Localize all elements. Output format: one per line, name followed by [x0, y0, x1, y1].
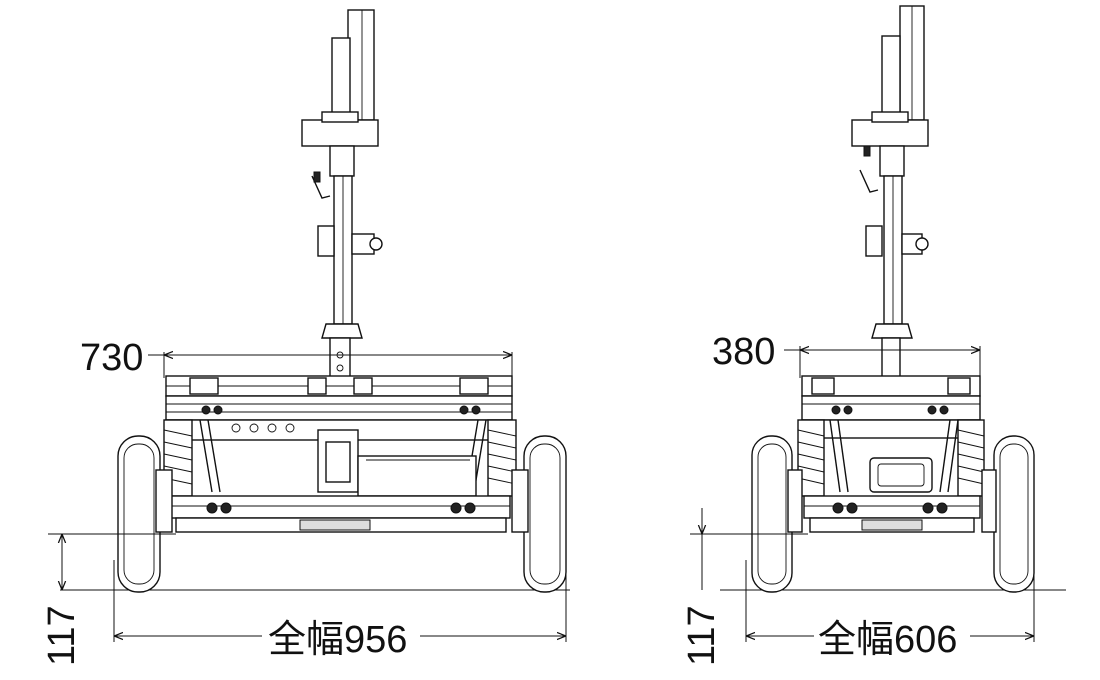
ground-clearance-label: 117 — [681, 605, 723, 666]
top-width-label: 730 — [80, 337, 143, 379]
ground-clearance-dimension — [48, 533, 176, 590]
ground-clearance-dimension — [690, 508, 808, 590]
top-width-dimension — [784, 346, 981, 378]
left-wheel — [117, 435, 173, 593]
lower-axle — [803, 495, 981, 533]
left-wheel — [751, 435, 803, 593]
vehicle-front-view-narrow: 380 全幅606 117 — [681, 5, 1066, 666]
center-unit — [317, 429, 477, 497]
lever-handle — [859, 169, 879, 193]
right-wheel — [511, 435, 567, 593]
total-width-label: 全幅956 — [268, 619, 407, 661]
mast — [851, 5, 929, 379]
vehicle-front-view-wide: 730 全幅956 117 — [41, 9, 570, 666]
lever-handle — [311, 175, 331, 199]
mast — [301, 9, 383, 379]
total-width-dimension — [745, 560, 1035, 642]
upper-frame — [165, 375, 513, 441]
top-width-label: 380 — [712, 331, 775, 373]
top-width-dimension — [148, 352, 513, 378]
ground-clearance-label: 117 — [41, 605, 83, 666]
upper-frame — [801, 375, 981, 439]
right-wheel — [981, 435, 1035, 593]
lower-axle — [169, 495, 511, 533]
total-width-label: 全幅606 — [818, 619, 957, 661]
total-width-dimension — [113, 560, 567, 642]
center-unit — [869, 457, 933, 493]
